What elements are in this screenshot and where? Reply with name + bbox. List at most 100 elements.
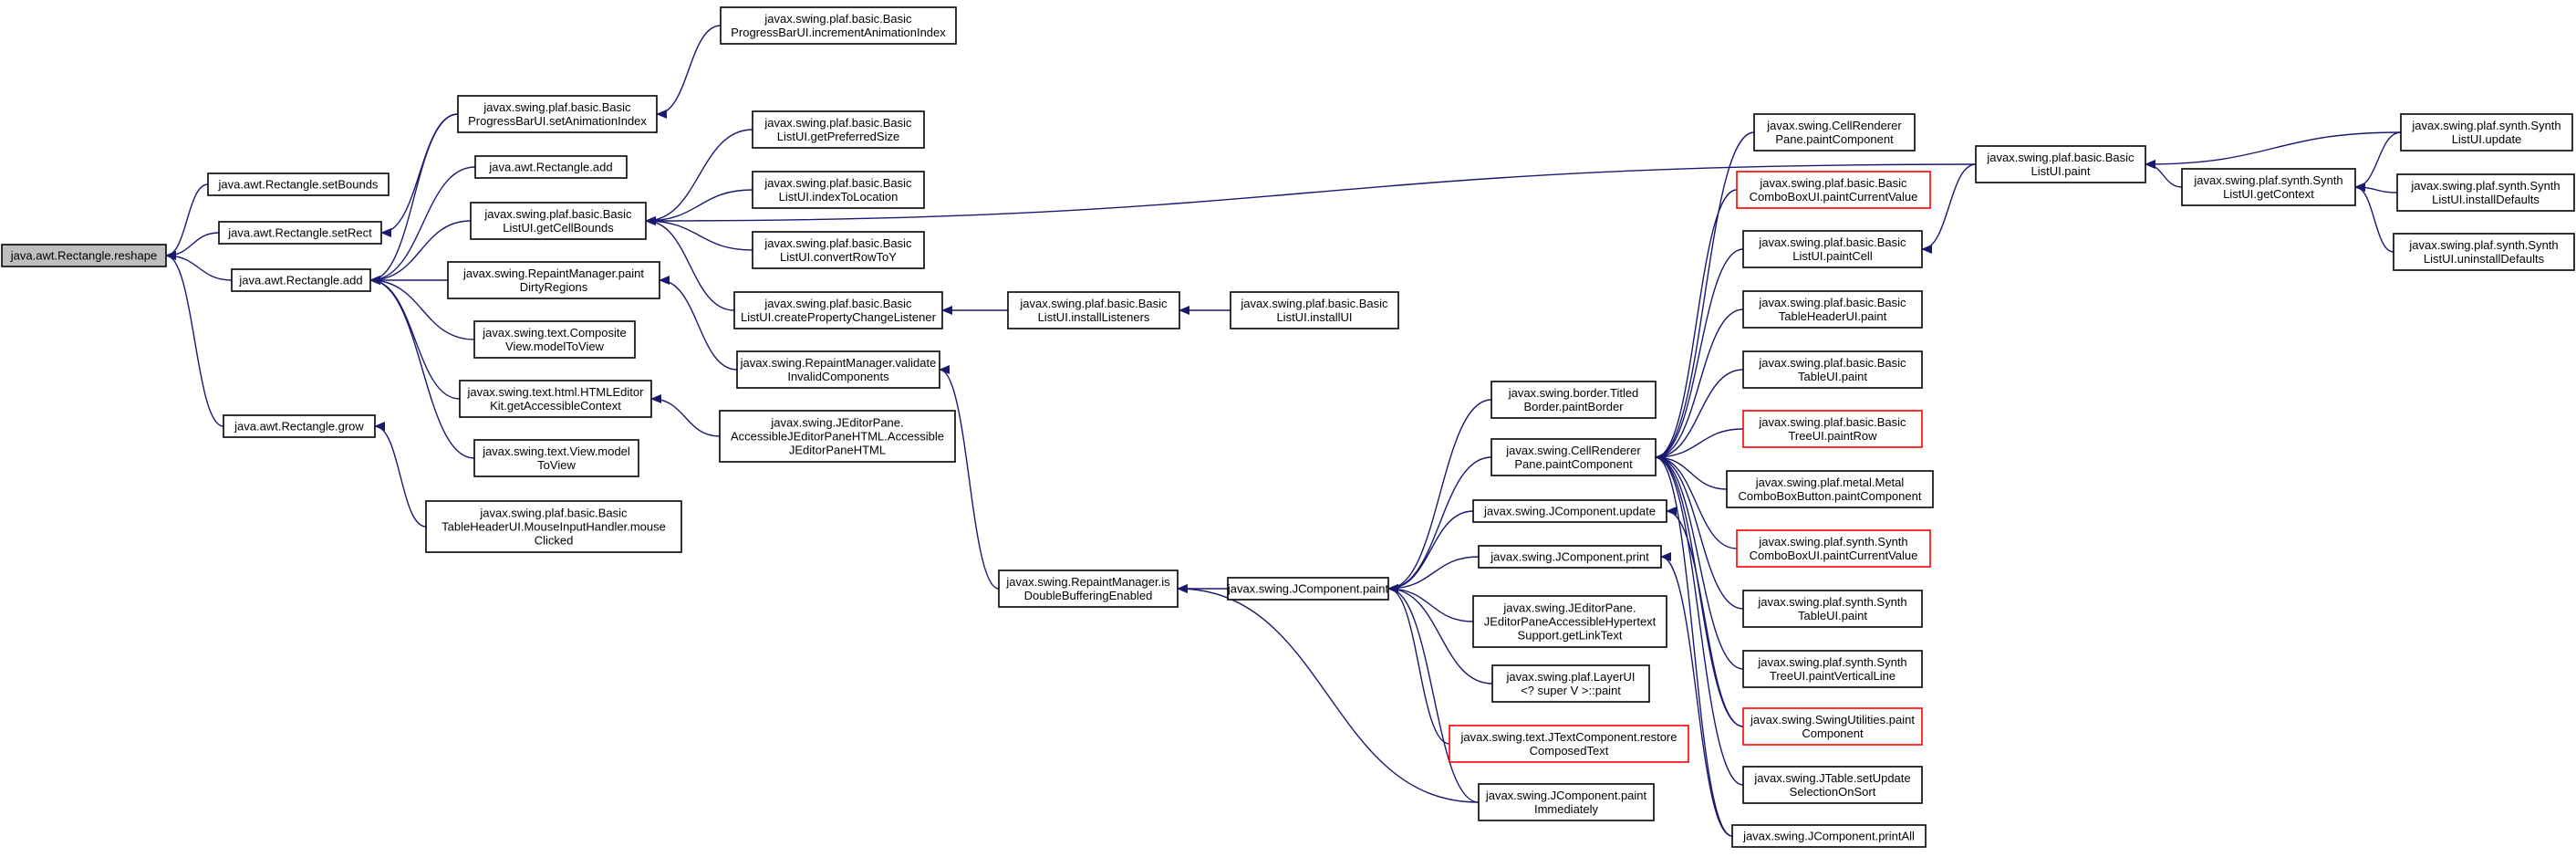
graph-node-metal-combo[interactable]: javax.swing.plaf.metal.MetalComboBoxButt… (1726, 470, 1934, 508)
edge-thui-paint-to-crp-paintComponent (1655, 308, 1744, 462)
node-label-line: javax.swing.RepaintManager.is (1005, 575, 1170, 589)
node-label-line: javax.swing.JTable.setUpdate (1753, 771, 1910, 785)
node-label-line: DirtyRegions (520, 280, 588, 294)
node-box (447, 261, 660, 299)
node-box (1726, 470, 1934, 508)
graph-node-jtc-restore[interactable]: javax.swing.text.JTextComponent.restoreC… (1449, 725, 1689, 763)
edge-list-getPrefSize-to-list-getCellBounds (645, 129, 753, 225)
graph-node-crp-paintComponent[interactable]: javax.swing.CellRendererPane.paintCompon… (1491, 438, 1657, 476)
edges-layer (165, 25, 2402, 837)
graph-node-treeui-paintRow[interactable]: javax.swing.plaf.basic.BasicTreeUI.paint… (1742, 410, 1923, 448)
graph-node-crp-paintComponent2[interactable]: javax.swing.CellRendererPane.paintCompon… (1753, 113, 1916, 152)
node-box (459, 380, 652, 418)
edge-crp-paintComponent2-to-crp-paintComponent (1655, 131, 1755, 462)
node-box (457, 95, 658, 133)
node-label-line: javax.swing.plaf.basic.Basic (483, 207, 632, 221)
node-label-line: java.awt.Rectangle.add (488, 161, 612, 174)
graph-node-thui-paint[interactable]: javax.swing.plaf.basic.BasicTableHeaderU… (1742, 290, 1923, 329)
graph-node-su-paintComp[interactable]: javax.swing.SwingUtilities.paintComponen… (1742, 707, 1923, 746)
graph-node-list-paintCell[interactable]: javax.swing.plaf.basic.BasicListUI.paint… (1742, 230, 1923, 268)
graph-node-titled-paintBorder[interactable]: javax.swing.border.TitledBorder.paintBor… (1491, 381, 1657, 419)
edge-jtc-restore-to-jc-paint (1387, 584, 1450, 745)
graph-node-thui-mouseClicked[interactable]: javax.swing.plaf.basic.BasicTableHeaderU… (425, 500, 682, 553)
node-box (720, 6, 957, 45)
graph-node-rm-validate[interactable]: javax.swing.RepaintManager.validateInval… (736, 350, 940, 389)
graph-node-pbar-incAnim[interactable]: javax.swing.plaf.basic.BasicProgressBarU… (720, 6, 957, 45)
graph-node-rect-grow[interactable]: java.awt.Rectangle.grow (223, 414, 376, 438)
node-box (1478, 545, 1662, 569)
graph-node-synthlist-getContext[interactable]: javax.swing.plaf.synth.SynthListUI.getCo… (2181, 168, 2356, 206)
graph-node-jc-paint[interactable]: javax.swing.JComponent.paint (1227, 577, 1389, 601)
graph-node-list-installListeners[interactable]: javax.swing.plaf.basic.BasicListUI.insta… (1007, 291, 1180, 329)
graph-node-list-createPCL[interactable]: javax.swing.plaf.basic.BasicListUI.creat… (733, 291, 943, 329)
node-box (1491, 438, 1657, 476)
graph-node-synthlist-update[interactable]: javax.swing.plaf.synth.SynthListUI.updat… (2400, 113, 2573, 152)
graph-node-list-getPrefSize[interactable]: javax.swing.plaf.basic.BasicListUI.getPr… (752, 110, 925, 149)
graph-node-jc-update[interactable]: javax.swing.JComponent.update (1472, 499, 1667, 523)
graph-node-jc-print[interactable]: javax.swing.JComponent.print (1478, 545, 1662, 569)
graph-node-view-modelToView[interactable]: javax.swing.text.View.modelToView (473, 439, 639, 477)
node-box (1975, 145, 2146, 183)
graph-node-layerui-paint[interactable]: javax.swing.plaf.LayerUI<? super V >::pa… (1491, 664, 1650, 703)
graph-node-compview-modelToView[interactable]: javax.swing.text.CompositeView.modelToVi… (473, 320, 636, 359)
node-label-line: javax.swing.plaf.basic.Basic (1986, 151, 2135, 164)
graph-node-list-getCellBounds[interactable]: javax.swing.plaf.basic.BasicListUI.getCe… (470, 202, 647, 240)
graph-node-synth-tree[interactable]: javax.swing.plaf.synth.SynthTreeUI.paint… (1742, 650, 1923, 688)
graph-node-list-indexToLoc[interactable]: javax.swing.plaf.basic.BasicListUI.index… (752, 171, 925, 209)
graph-node-pbar-setAnim[interactable]: javax.swing.plaf.basic.BasicProgressBarU… (457, 95, 658, 133)
graph-node-synthlist-uninstallDefaults[interactable]: javax.swing.plaf.synth.SynthListUI.unins… (2393, 233, 2575, 271)
graph-node-rect-setRect[interactable]: java.awt.Rectangle.setRect (218, 221, 382, 245)
node-label-line: TableHeaderUI.paint (1779, 309, 1887, 323)
node-label-line: javax.swing.JComponent.paint (1485, 789, 1647, 802)
node-label-line: ComboBoxButton.paintComponent (1739, 489, 1922, 503)
node-label-line: TableHeaderUI.MouseInputHandler.mouse (441, 520, 666, 534)
graph-node-synth-combo[interactable]: javax.swing.plaf.synth.SynthComboBoxUI.p… (1736, 529, 1931, 568)
node-label-line: View.modelToView (505, 340, 605, 353)
node-box (473, 320, 636, 359)
graph-node-rect-add2[interactable]: java.awt.Rectangle.add (474, 155, 628, 179)
graph-node-jtable-setUpdate[interactable]: javax.swing.JTable.setUpdateSelectionOnS… (1742, 766, 1923, 804)
graph-node-htmlkit-getAcc[interactable]: javax.swing.text.html.HTMLEditorKit.getA… (459, 380, 652, 418)
graph-node-jc-printAll[interactable]: javax.swing.JComponent.printAll (1731, 824, 1927, 848)
graph-node-rect-reshape[interactable]: java.awt.Rectangle.reshape (1, 244, 167, 267)
edge-list-getCellBounds-to-rect-add-main (369, 220, 472, 285)
nodes-layer: java.awt.Rectangle.reshape java.awt.Recta… (1, 6, 2575, 848)
node-label-line: ListUI.getCellBounds (503, 221, 614, 235)
edge-synth-combo-to-crp-paintComponent (1655, 453, 1738, 549)
graph-node-tableui-paint[interactable]: javax.swing.plaf.basic.BasicTableUI.pain… (1742, 350, 1923, 389)
node-label-line: java.awt.Rectangle.grow (234, 420, 364, 434)
node-box (1230, 291, 1399, 329)
edge-rm-isDouble-to-rm-validate (939, 365, 1000, 590)
edge-rect-setBounds-to-rect-reshape (165, 183, 209, 260)
node-label-line: ListUI.createPropertyChangeListener (741, 310, 937, 324)
edge-jc-print-to-jc-paint (1387, 556, 1480, 593)
node-box (223, 414, 376, 438)
node-label-line: SelectionOnSort (1790, 785, 1876, 799)
graph-node-rect-add-main[interactable]: java.awt.Rectangle.add (231, 268, 371, 292)
graph-node-rm-paintDirty[interactable]: javax.swing.RepaintManager.paintDirtyReg… (447, 261, 660, 299)
node-box (1736, 529, 1931, 568)
graph-node-combo-paintCV[interactable]: javax.swing.plaf.basic.BasicComboBoxUI.p… (1736, 171, 1931, 209)
graph-node-list-convertRow[interactable]: javax.swing.plaf.basic.BasicListUI.conve… (752, 231, 925, 269)
graph-node-jep-getLinkText[interactable]: javax.swing.JEditorPane.JEditorPaneAcces… (1472, 595, 1667, 648)
graph-node-rect-setBounds[interactable]: java.awt.Rectangle.setBounds (207, 172, 390, 196)
node-box (736, 350, 940, 389)
node-label-line: ListUI.indexToLocation (779, 190, 898, 204)
graph-node-list-installUI[interactable]: javax.swing.plaf.basic.BasicListUI.insta… (1230, 291, 1399, 329)
node-label-line: javax.swing.plaf.synth.Synth (2193, 173, 2342, 187)
node-label-line: javax.swing.plaf.metal.Metal (1755, 476, 1905, 489)
node-box (2400, 113, 2573, 152)
graph-node-jep-accHTML[interactable]: javax.swing.JEditorPane.AccessibleJEdito… (719, 410, 956, 463)
graph-node-synth-table[interactable]: javax.swing.plaf.synth.SynthTableUI.pain… (1742, 590, 1923, 628)
edge-tableui-paint-to-crp-paintComponent (1655, 369, 1744, 462)
node-box (1449, 725, 1689, 763)
node-box (752, 171, 925, 209)
node-label-line: Immediately (1534, 802, 1599, 816)
graph-node-synthlist-installDefaults[interactable]: javax.swing.plaf.synth.SynthListUI.insta… (2396, 173, 2575, 212)
node-label-line: javax.swing.JComponent.paint (1227, 582, 1389, 596)
graph-node-rm-isDouble[interactable]: javax.swing.RepaintManager.isDoubleBuffe… (998, 570, 1179, 608)
node-box (1742, 230, 1923, 268)
